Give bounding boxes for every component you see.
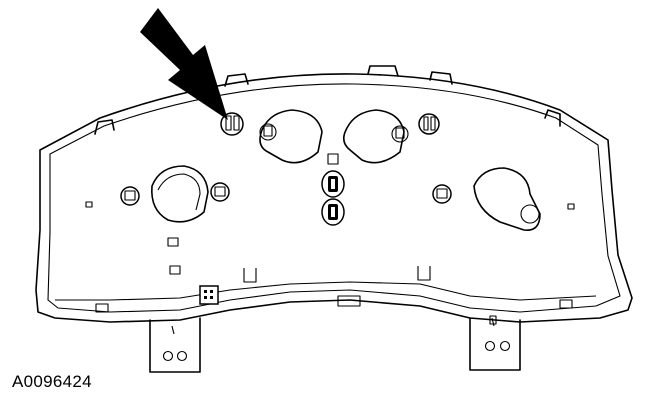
- gauge-opening-right: [473, 167, 541, 231]
- gauge-opening-left: [151, 165, 209, 223]
- gauge-opening-top-right: [342, 109, 409, 164]
- center-socket-pair: [321, 153, 345, 226]
- bold-arrow-icon: [140, 8, 228, 120]
- connector-block: [199, 285, 219, 305]
- bulb-socket: [418, 113, 440, 135]
- bulb-socket: [210, 182, 230, 202]
- left-mount-bracket: [149, 317, 201, 373]
- gauge-opening-top-left: [259, 109, 323, 164]
- right-mount-bracket: [469, 317, 521, 371]
- bulb-socket: [432, 184, 452, 204]
- bulb-socket: [120, 186, 140, 206]
- housing-details: [85, 201, 575, 325]
- figure-id-label: A0096424: [12, 372, 92, 391]
